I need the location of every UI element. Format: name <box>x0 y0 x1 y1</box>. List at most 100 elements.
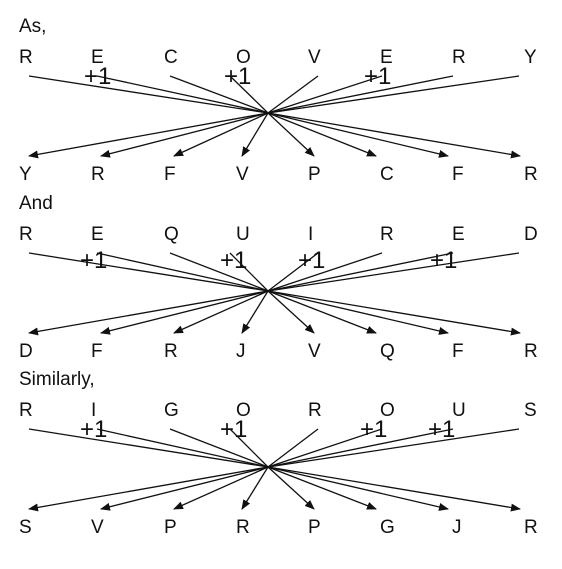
bottom-letter: R <box>91 164 105 185</box>
bottom-letter: R <box>524 341 538 362</box>
mapping-line-in <box>229 252 269 292</box>
top-letter: R <box>19 47 33 68</box>
bottom-letter: C <box>380 164 394 185</box>
plus-one-mark: +1 <box>84 63 111 90</box>
bottom-letter: P <box>308 517 321 538</box>
mapping-arrow <box>28 290 269 336</box>
bottom-letter: V <box>308 341 321 362</box>
bottom-letter: V <box>91 517 104 538</box>
mapping-line-in <box>229 75 269 114</box>
mapping-line-in <box>267 252 520 292</box>
top-letter: D <box>524 224 538 245</box>
bottom-letter: F <box>164 164 176 185</box>
mapping-line-in <box>267 428 520 468</box>
mapping-arrow <box>100 290 269 335</box>
section-heading: Similarly, <box>19 369 95 390</box>
mapping-arrow <box>241 112 269 157</box>
mapping-arrow <box>100 466 269 511</box>
top-letter: S <box>524 400 537 421</box>
mapping-arrow <box>28 466 269 512</box>
mapping-line-in <box>267 75 319 114</box>
top-letter: V <box>308 47 321 68</box>
plus-one-mark: +1 <box>80 416 107 443</box>
mapping-arrow <box>173 290 269 334</box>
bottom-letter: G <box>380 517 395 538</box>
mapping-line-in <box>96 252 269 292</box>
mapping-line-in <box>267 252 319 292</box>
mapping-arrow <box>267 290 449 335</box>
bottom-letter: J <box>236 341 246 362</box>
bottom-letter: R <box>236 517 250 538</box>
bottom-letter: P <box>164 517 177 538</box>
bottom-letter: S <box>19 517 32 538</box>
top-letter: E <box>380 47 393 68</box>
top-letter: I <box>308 224 313 245</box>
mapping-line-in <box>96 428 269 468</box>
mapping-arrow <box>267 290 315 334</box>
bottom-letter: R <box>524 164 538 185</box>
bottom-letter: Y <box>19 164 32 185</box>
plus-one-mark: +1 <box>220 416 247 443</box>
top-letter: E <box>91 224 104 245</box>
bottom-letter: R <box>524 517 538 538</box>
section-heading: As, <box>19 16 46 37</box>
mapping-line-in <box>267 252 383 292</box>
mapping-line-in <box>229 428 269 468</box>
top-letter: R <box>452 47 466 68</box>
mapping-arrow <box>267 466 315 510</box>
top-letter: R <box>19 224 33 245</box>
mapping-arrow <box>241 466 269 510</box>
top-letter: E <box>91 47 104 68</box>
bottom-letter: J <box>452 517 462 538</box>
mapping-line-in <box>169 428 269 468</box>
mapping-line-in <box>267 428 319 468</box>
top-letter: R <box>308 400 322 421</box>
mapping-arrow <box>267 112 449 158</box>
mapping-arrow <box>267 466 377 510</box>
bottom-letter: D <box>19 341 33 362</box>
mapping-arrow <box>241 290 269 334</box>
top-letter: C <box>164 47 178 68</box>
plus-one-mark: +1 <box>220 247 247 274</box>
mapping-arrow <box>173 112 269 157</box>
plus-one-mark: +1 <box>298 247 325 274</box>
bottom-letter: P <box>308 164 321 185</box>
plus-one-mark: +1 <box>364 63 391 90</box>
bottom-letter: F <box>452 341 464 362</box>
top-letter: U <box>452 400 466 421</box>
top-letter: O <box>236 400 251 421</box>
mapping-line-in <box>267 75 454 114</box>
top-letter: O <box>236 47 251 68</box>
plus-one-mark: +1 <box>360 416 387 443</box>
mapping-line-in <box>169 252 269 292</box>
mapping-arrow <box>267 112 521 159</box>
bottom-letter: Q <box>380 341 395 362</box>
top-letter: E <box>452 224 465 245</box>
section-1: As, R E C O V E R Y Y R F V P C F R +1 +1 +1 <box>19 16 538 185</box>
top-letter: Y <box>524 47 537 68</box>
bottom-letter: V <box>236 164 249 185</box>
mapping-line-in <box>267 75 520 114</box>
mapping-arrow <box>267 112 315 157</box>
top-letter: U <box>236 224 250 245</box>
mapping-arrow <box>267 466 521 512</box>
mapping-arrow <box>173 466 269 510</box>
plus-one-mark: +1 <box>428 416 455 443</box>
mapping-arrow <box>28 112 269 159</box>
plus-one-mark: +1 <box>430 247 457 274</box>
top-letter: R <box>19 400 33 421</box>
section-heading: And <box>19 193 53 214</box>
mapping-line-in <box>267 252 454 292</box>
mapping-line-in <box>267 75 383 114</box>
top-letter: G <box>164 400 179 421</box>
mapping-line-in <box>169 75 269 114</box>
mapping-arrow <box>267 466 449 511</box>
mapping-arrow <box>267 112 377 157</box>
plus-one-mark: +1 <box>224 63 251 90</box>
bottom-letter: F <box>91 341 103 362</box>
bottom-letter: F <box>452 164 464 185</box>
